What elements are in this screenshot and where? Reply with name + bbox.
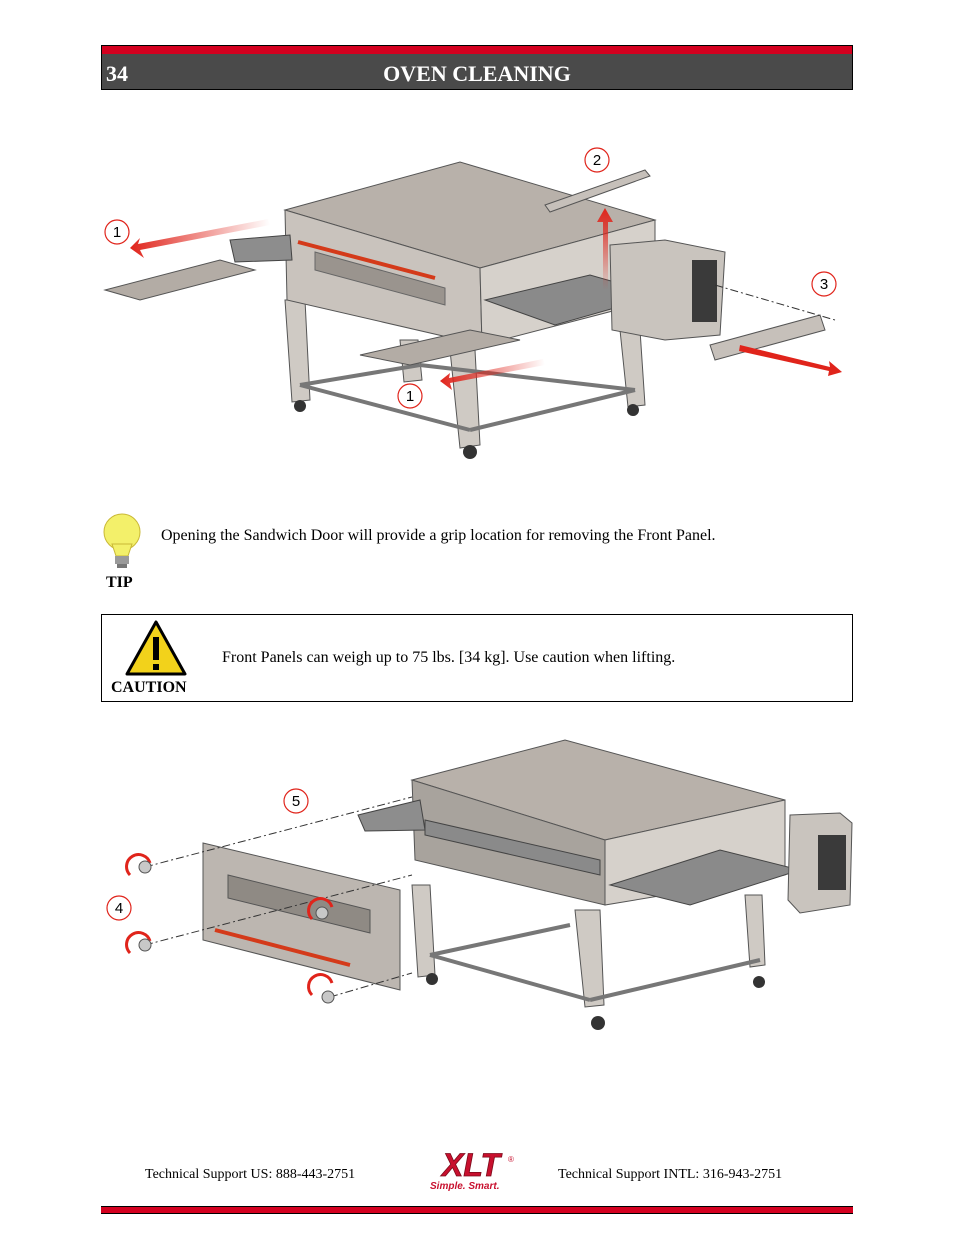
page-title: OVEN CLEANING — [383, 61, 571, 86]
support-us: Technical Support US: 888-443-2751 — [145, 1167, 356, 1182]
front-panel-removal-figure: 5 4 — [106, 739, 853, 1030]
callout-label: 2 — [593, 152, 601, 169]
caution-text: Front Panels can weigh up to 75 lbs. [34… — [222, 649, 676, 666]
oven-disassembly-figure: 1 2 3 1 — [103, 147, 842, 459]
callout-label: 1 — [406, 388, 414, 405]
callout-label: 4 — [115, 900, 123, 917]
callout-label: 5 — [292, 793, 300, 810]
tip-label: TIP — [106, 574, 133, 591]
xlt-logo: XLT ® Simple. Smart. — [430, 1147, 514, 1192]
warning-triangle-icon — [125, 620, 187, 676]
page-number: 34 — [106, 61, 128, 86]
tip-text: Opening the Sandwich Door will provide a… — [161, 527, 716, 544]
callout-label: 3 — [820, 276, 828, 293]
support-intl: Technical Support INTL: 316-943-2751 — [558, 1167, 783, 1182]
caution-box: Front Panels can weigh up to 75 lbs. [34… — [101, 614, 853, 702]
footer-red-bar — [101, 1206, 853, 1214]
section-header: 34 OVEN CLEANING — [101, 45, 853, 90]
logo-tagline: Simple. Smart. — [430, 1181, 499, 1192]
callout-label: 1 — [113, 224, 121, 241]
logo-text: XLT — [440, 1147, 503, 1183]
caution-label: CAUTION — [111, 679, 187, 696]
header-red-stripe — [102, 46, 852, 54]
lightbulb-icon — [103, 513, 141, 568]
logo-registered-mark: ® — [508, 1155, 514, 1164]
